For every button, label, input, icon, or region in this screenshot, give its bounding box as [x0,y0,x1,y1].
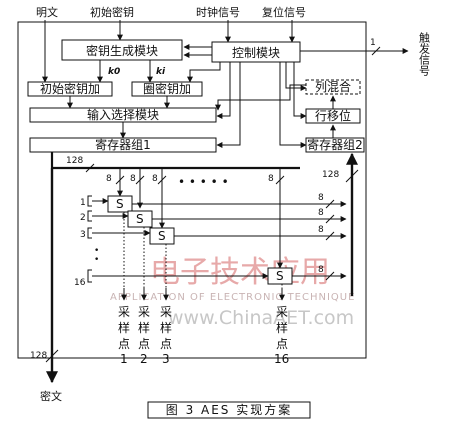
sbox-row-1: S 1 [80,195,347,213]
svg-text:点: 点 [276,337,288,351]
label-trigger-signal: 触发信号 [418,31,431,77]
svg-text:样: 样 [118,320,130,335]
arrow-control-reg1 [216,62,241,148]
block-round-key-add-label: 圈密钥加 [143,81,191,96]
label-initial-key: 初始密钥 [90,5,134,19]
sbox-row-num-16: 16 [74,278,86,288]
sbox-row-3: S 3 [80,227,347,245]
svg-text:8: 8 [152,174,158,184]
svg-text:触发信号: 触发信号 [418,31,431,77]
block-register-group-2-label: 寄存器组2 [307,137,363,152]
watermark-site: www.ChinaAET.com [168,307,354,329]
arrow-control-roundkey [187,62,221,83]
sbox-feed-lines: 8 8 8 8 [106,168,285,269]
svg-text:2: 2 [140,352,148,366]
bus-width-reg2: 128 [322,170,339,180]
svg-text:S: S [158,229,166,243]
sbox-row-2: S 2 [80,210,347,228]
svg-text:8: 8 [318,193,324,203]
label-ki: ki [156,67,166,77]
svg-text:S: S [276,269,284,283]
sample-point-3: 采 样 点 3 [160,305,172,366]
sbox-row-num-1: 1 [80,198,86,208]
svg-text:3: 3 [162,352,170,366]
bus-width-reg1: 128 [66,156,83,166]
watermark-logo: 电子技术应用 [150,255,330,290]
sbox-out-widths: 8 8 8 8 [318,193,335,281]
sbox-row-16: S 16 [74,267,347,288]
svg-text:8: 8 [318,208,324,218]
svg-text:采: 采 [138,305,150,319]
label-k0: k0 [108,67,120,77]
svg-text:点: 点 [118,337,130,351]
block-key-gen-label: 密钥生成模块 [86,43,158,58]
svg-text:•: • [94,255,99,265]
svg-text:采: 采 [118,305,130,319]
block-register-group-2 [305,137,365,153]
caption-frame [147,401,311,419]
watermark: 电子技术应用 APPLICATION OF ELECTRONIC TECHNIQ… [110,255,355,329]
svg-text:8: 8 [130,174,136,184]
block-initial-key-add-label: 初始密钥加 [40,81,100,96]
sbox-row-num-2: 2 [80,213,86,223]
block-shift-rows-label: 行移位 [315,108,351,123]
block-register-group-1-label: 寄存器组1 [95,137,151,152]
block-mix-columns-label: 列混合 [315,79,351,94]
row-input-brackets: • • [87,195,99,283]
label-reset-signal: 复位信号 [262,5,306,19]
arrow-control-reg2 [279,62,307,148]
svg-text:8: 8 [106,174,112,184]
svg-text:8: 8 [318,225,324,235]
bus-slash-trigger [371,46,381,56]
sample-point-1: 采 样 点 1 [118,305,130,366]
svg-text:S: S [116,197,124,211]
arrow-control-inputsel [216,62,231,119]
block-key-gen [61,39,183,61]
sample-point-2: 采 样 点 2 [138,305,150,366]
outer-frame [17,21,367,359]
label-clock-signal: 时钟信号 [196,5,240,19]
svg-text:样: 样 [276,320,288,335]
arrow-control-shiftrow [293,62,307,119]
svg-text:1: 1 [120,352,128,366]
svg-text:点: 点 [160,337,172,351]
block-mix-columns [305,79,361,95]
block-control [211,41,301,63]
arrow-control-mixcol [285,62,307,91]
sample-guides [121,212,285,301]
bus-width-cipher: 128 [30,351,47,361]
sample-point-16: 采 样 点 16 [274,305,289,366]
label-ciphertext: 密文 [40,389,62,403]
block-control-label: 控制模块 [232,46,280,60]
bus-width-trigger: 1 [370,38,376,48]
svg-text:样: 样 [160,320,172,335]
svg-text:•: • [94,246,99,256]
figure-caption: 图 3 AES 实现方案 [166,402,293,417]
arrow-mixcol-inputsel [215,84,306,111]
label-plaintext: 明文 [36,5,58,19]
bus-slash-cipher [45,349,59,363]
svg-text:样: 样 [138,320,150,335]
svg-text:点: 点 [138,337,150,351]
bus-slash-reg1 [85,163,95,173]
svg-text:S: S [136,212,144,226]
svg-text:采: 采 [160,305,172,319]
sbox-dots-top: • • • • • [178,175,229,189]
svg-text:8: 8 [318,265,324,275]
block-input-select-label: 输入选择模块 [87,107,159,122]
svg-text:8: 8 [268,174,274,184]
watermark-subtext: APPLICATION OF ELECTRONIC TECHNIQUE [110,292,355,303]
sbox-row-num-3: 3 [80,230,86,240]
bus-slash-reg2 [345,169,359,183]
svg-text:采: 采 [276,305,288,319]
svg-text:16: 16 [274,352,289,366]
